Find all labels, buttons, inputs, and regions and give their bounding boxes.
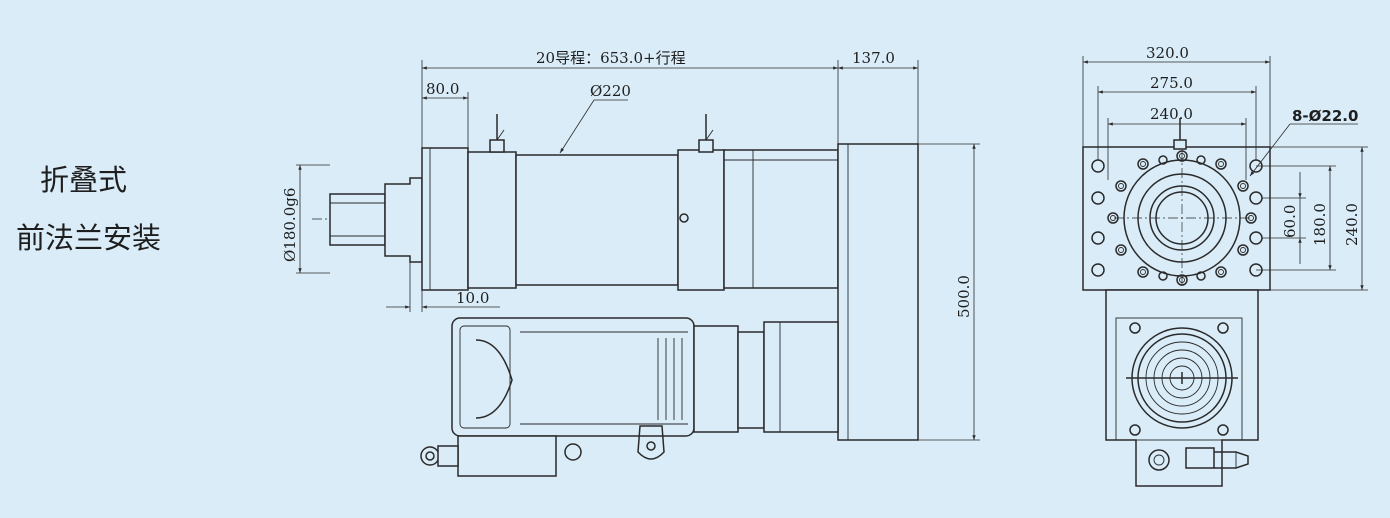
inner-y-label: 60.0 <box>1281 205 1299 238</box>
title-line1: 折叠式 <box>40 163 127 197</box>
bolt-circle-y-label: 180.0 <box>1311 203 1329 246</box>
barrel-diameter-label: Ø220 <box>590 82 631 100</box>
flange-thickness-label: 10.0 <box>456 289 489 307</box>
front-view <box>1082 118 1271 487</box>
width-outer-label: 320.0 <box>1146 44 1189 62</box>
front-view-dimensions: 320.0 275.0 240.0 8-Ø22.0 240.0 180.0 60… <box>1082 44 1368 291</box>
flange-length-label: 80.0 <box>426 80 459 98</box>
holes-label: 8-Ø22.0 <box>1292 107 1358 125</box>
bolt-inner-x-label: 240.0 <box>1150 105 1193 123</box>
belt-housing <box>837 143 919 441</box>
height-outer-label: 240.0 <box>1343 203 1361 246</box>
title-line2: 前法兰安装 <box>16 221 161 255</box>
side-view-cylinder <box>312 114 848 291</box>
total-height-label: 500.0 <box>955 275 973 318</box>
rod-diameter-label: Ø180.0g6 <box>281 188 299 262</box>
end-length-label: 137.0 <box>852 49 895 67</box>
bolt-circle-x-label: 275.0 <box>1150 74 1193 92</box>
side-view-motor <box>420 317 839 477</box>
side-view-dimensions: 20导程：653.0+行程 137.0 80.0 Ø220 Ø180.0g6 1… <box>281 49 980 441</box>
stroke-length-label: 20导程：653.0+行程 <box>536 49 686 67</box>
